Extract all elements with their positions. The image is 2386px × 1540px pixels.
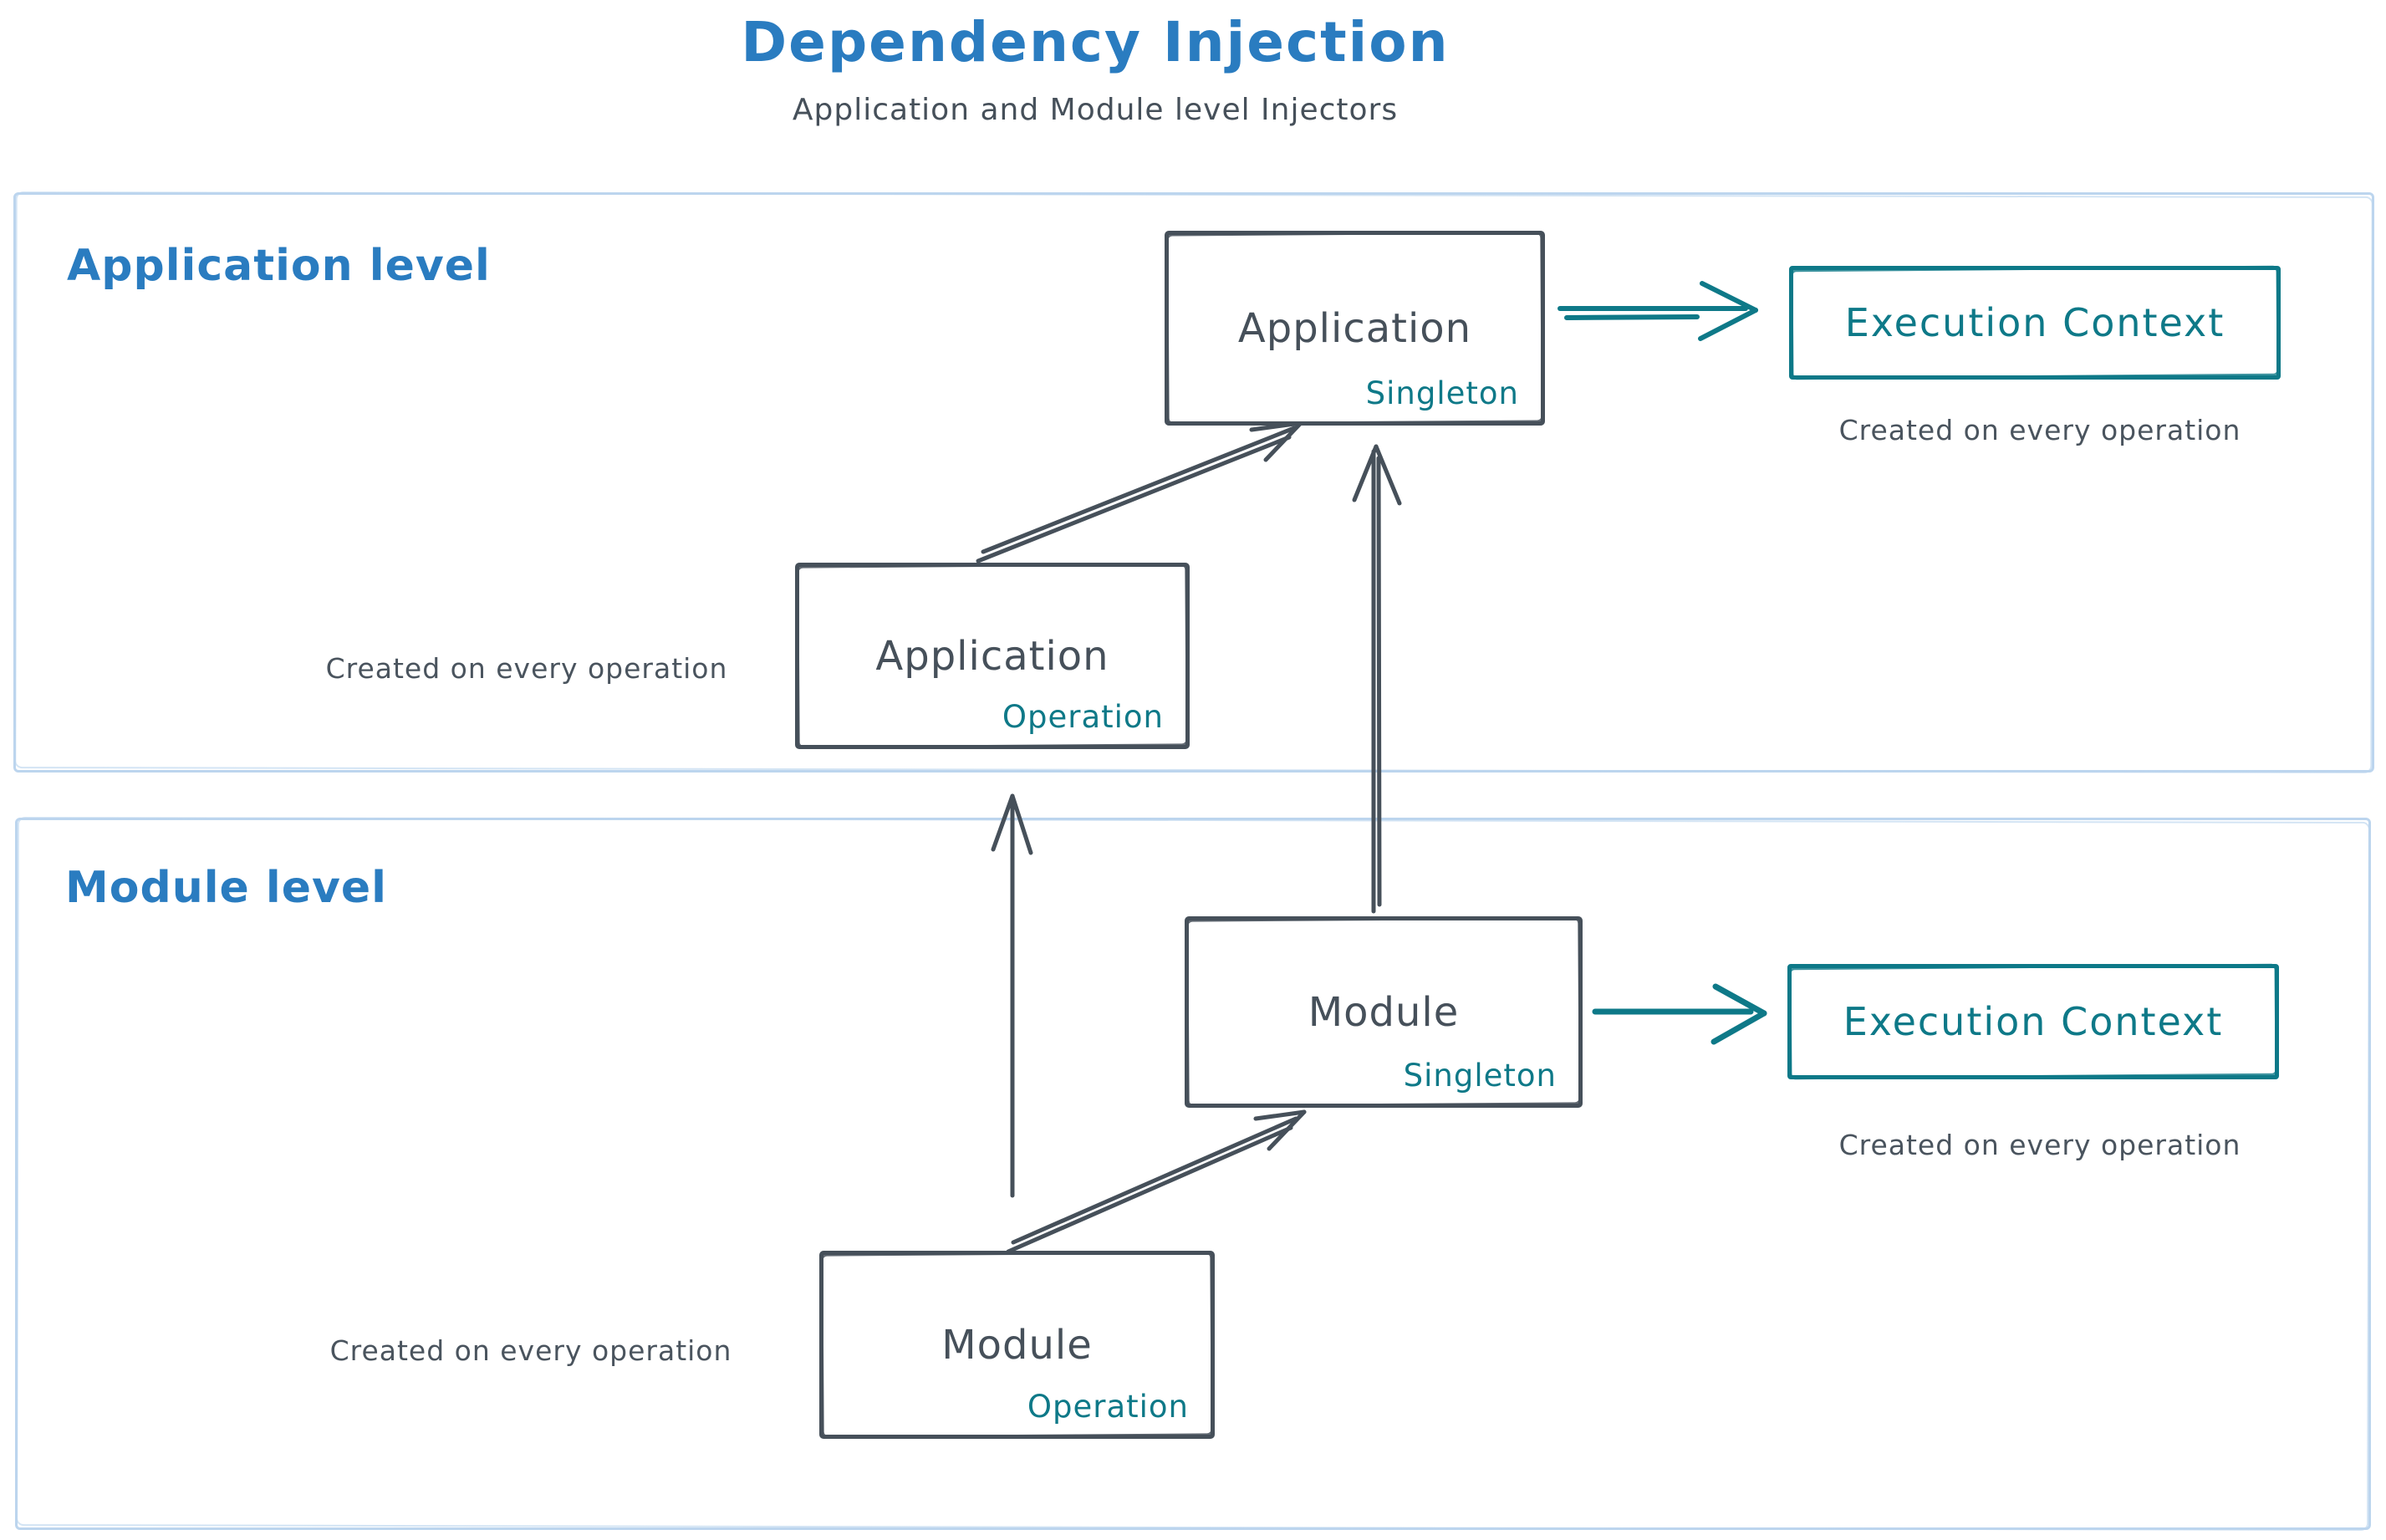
node-application-singleton: Application Singleton (1165, 231, 1545, 426)
node-subtitle: Operation (1002, 699, 1164, 735)
section-module-level (15, 818, 2371, 1530)
node-title: Module (941, 1321, 1093, 1369)
diagram-title: Dependency Injection (741, 10, 1450, 74)
node-execution-context-module: Execution Context (1787, 964, 2279, 1079)
caption-app-exec-note: Created on every operation (1838, 414, 2241, 446)
node-execution-context-app: Execution Context (1789, 266, 2281, 380)
node-application-operation: Application Operation (795, 563, 1190, 749)
section-label-module: Module level (65, 863, 387, 913)
diagram-subtitle: Application and Module level Injectors (792, 92, 1399, 127)
caption-module-operation-note: Created on every operation (329, 1334, 732, 1367)
caption-module-exec-note: Created on every operation (1838, 1129, 2241, 1161)
section-application-level (13, 192, 2374, 773)
node-module-singleton: Module Singleton (1185, 916, 1583, 1108)
execution-context-label: Execution Context (1844, 300, 2225, 345)
node-module-operation: Module Operation (819, 1251, 1215, 1439)
node-subtitle: Singleton (1403, 1058, 1557, 1094)
execution-context-label: Execution Context (1843, 999, 2224, 1044)
node-subtitle: Operation (1027, 1389, 1189, 1425)
section-label-application: Application level (67, 241, 491, 291)
node-title: Application (1237, 304, 1472, 352)
node-title: Application (875, 632, 1109, 680)
node-title: Module (1308, 988, 1460, 1036)
node-subtitle: Singleton (1365, 375, 1519, 411)
caption-app-operation-note: Created on every operation (325, 652, 728, 685)
diagram-header: Dependency Injection Application and Mod… (660, 8, 1530, 127)
